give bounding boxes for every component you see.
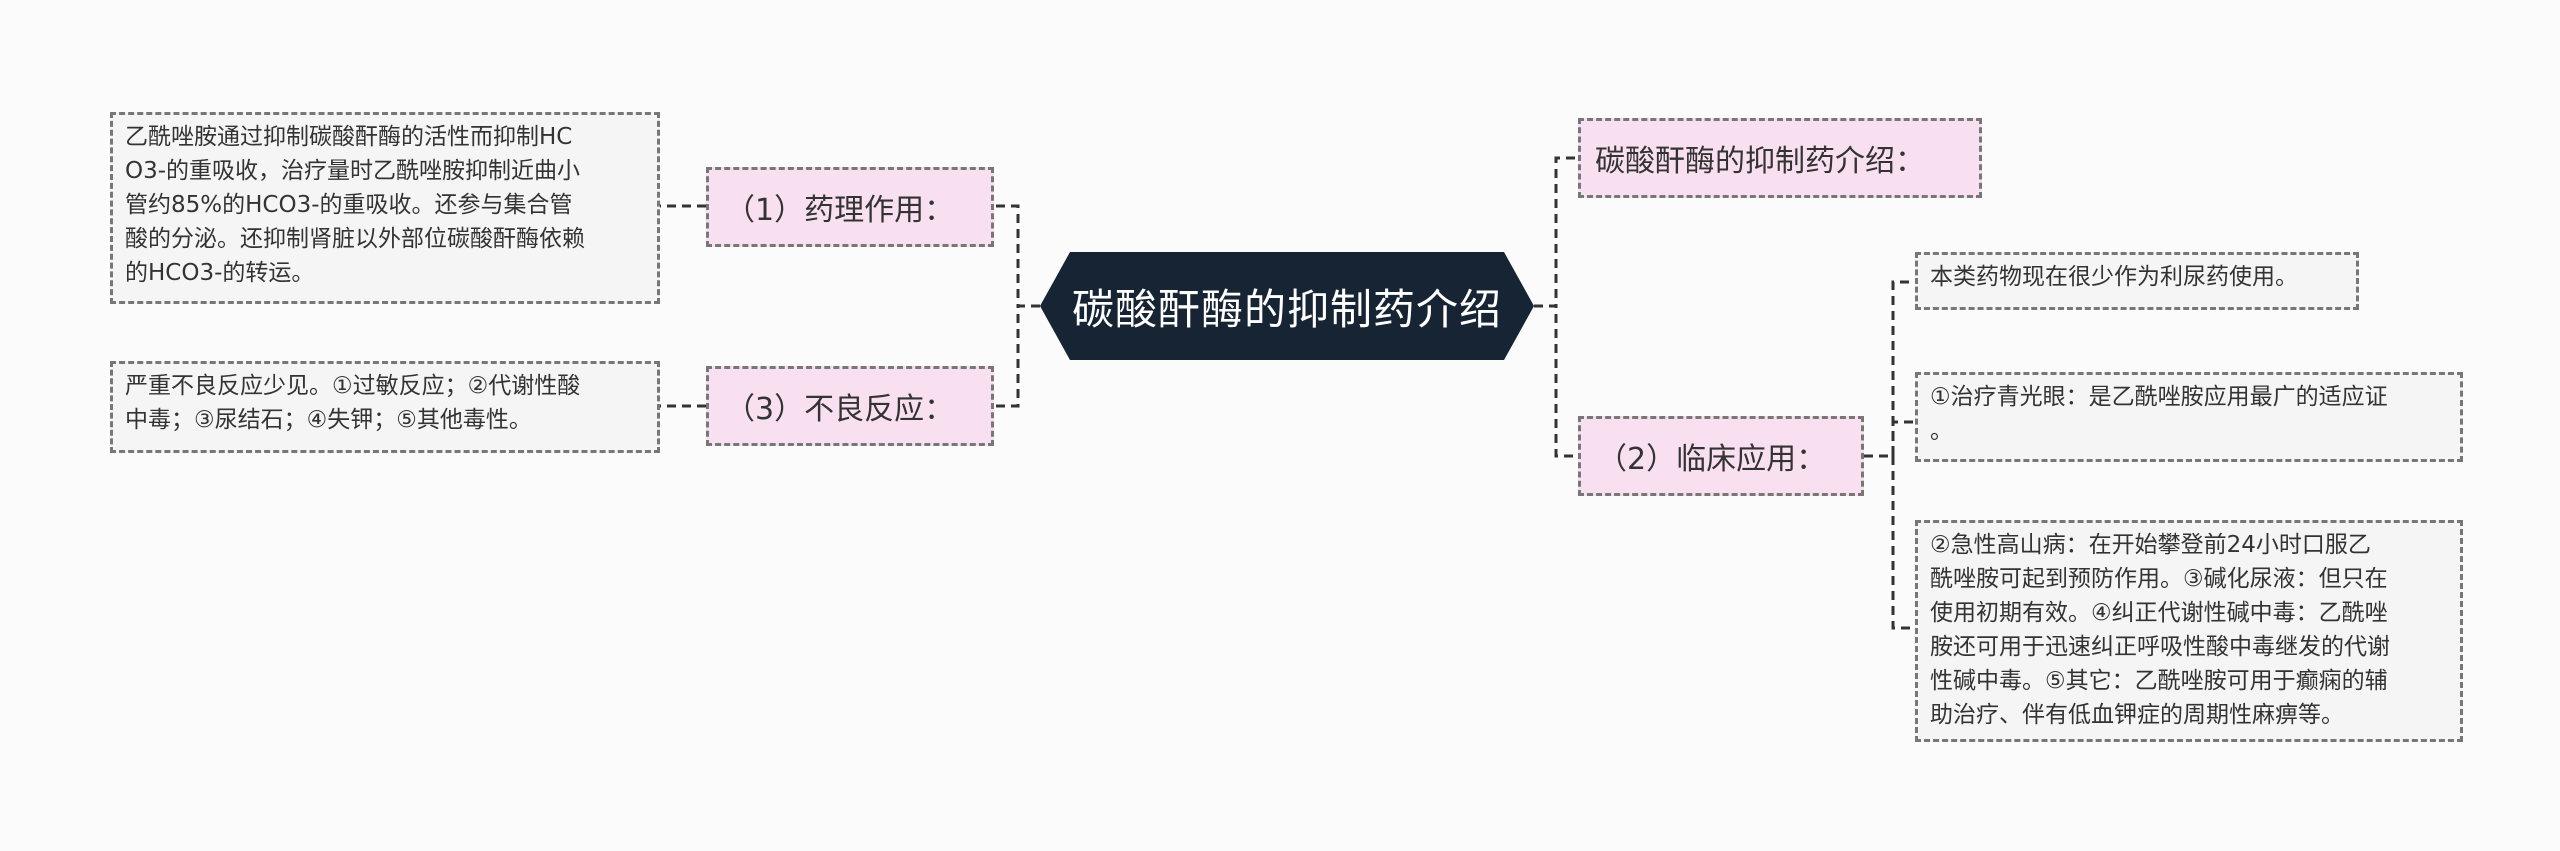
detail-line: 本类药物现在很少作为利尿药使用。 — [1930, 264, 2298, 290]
link-clinical-detail-3 — [1891, 456, 1915, 630]
central-topic-label: 碳酸酐酶的抑制药介绍 — [1071, 284, 1502, 334]
clinical-detail-usage: 本类药物现在很少作为利尿药使用。 — [1915, 252, 2359, 310]
clinical-detail-glaucoma: ①治疗青光眼：是乙酰唑胺应用最广的适应证 。 — [1915, 372, 2463, 462]
detail-line: 胺还可用于迅速纠正呼吸性酸中毒继发的代谢 — [1930, 634, 2390, 660]
detail-line: 。 — [1930, 418, 1953, 444]
link-center-pharmacology — [994, 204, 1040, 308]
clinical-detail-others: ②急性高山病：在开始攀登前24小时口服乙 酰唑胺可起到预防作用。③碱化尿液：但只… — [1915, 520, 2463, 742]
adverse-detail: 严重不良反应少见。①过敏反应；②代谢性酸 中毒；③尿结石；④失钾；⑤其他毒性。 — [110, 361, 660, 453]
link-center-intro — [1534, 156, 1578, 308]
detail-line: 中毒；③尿结石；④失钾；⑤其他毒性。 — [125, 407, 532, 433]
link-clinical-detail-1 — [1864, 280, 1915, 458]
branch-intro[interactable]: 碳酸酐酶的抑制药介绍： — [1578, 118, 1982, 198]
pharmacology-detail: 乙酰唑胺通过抑制碳酸酐酶的活性而抑制HC O3-的重吸收，治疗量时乙酰唑胺抑制近… — [110, 112, 660, 304]
branch-intro-label: 碳酸酐酶的抑制药介绍： — [1595, 144, 1925, 179]
detail-line: 严重不良反应少见。①过敏反应；②代谢性酸 — [125, 373, 581, 399]
link-clinical-detail-2 — [1891, 420, 1915, 456]
branch-pharmacology[interactable]: （1）药理作用： — [706, 167, 994, 247]
detail-line: 的HCO3-的转运。 — [125, 260, 315, 286]
detail-line: 性碱中毒。⑤其它：乙酰唑胺可用于癫痫的辅 — [1930, 668, 2388, 694]
detail-line: 酸的分泌。还抑制肾脏以外部位碳酸酐酶依赖 — [125, 226, 585, 252]
detail-line: 管约85%的HCO3-的重吸收。还参与集合管 — [125, 192, 573, 218]
link-center-clinical — [1534, 304, 1578, 458]
branch-adverse[interactable]: （3）不良反应： — [706, 366, 994, 446]
detail-line: O3-的重吸收，治疗量时乙酰唑胺抑制近曲小 — [125, 158, 581, 184]
detail-line: 使用初期有效。④纠正代谢性碱中毒：乙酰唑 — [1930, 600, 2388, 626]
branch-adverse-label: （3）不良反应： — [725, 392, 955, 427]
link-center-adverse — [994, 304, 1040, 408]
detail-line: 助治疗、伴有低血钾症的周期性麻痹等。 — [1930, 702, 2344, 728]
central-topic[interactable]: 碳酸酐酶的抑制药介绍 — [1040, 252, 1534, 360]
branch-clinical[interactable]: （2）临床应用： — [1578, 416, 1864, 496]
detail-line: 乙酰唑胺通过抑制碳酸酐酶的活性而抑制HC — [125, 124, 573, 150]
detail-line: 酰唑胺可起到预防作用。③碱化尿液：但只在 — [1930, 566, 2388, 592]
detail-line: ①治疗青光眼：是乙酰唑胺应用最广的适应证 — [1930, 384, 2388, 410]
branch-pharmacology-label: （1）药理作用： — [725, 193, 955, 228]
branch-clinical-label: （2）临床应用： — [1597, 442, 1827, 477]
detail-line: ②急性高山病：在开始攀登前24小时口服乙 — [1930, 532, 2371, 558]
